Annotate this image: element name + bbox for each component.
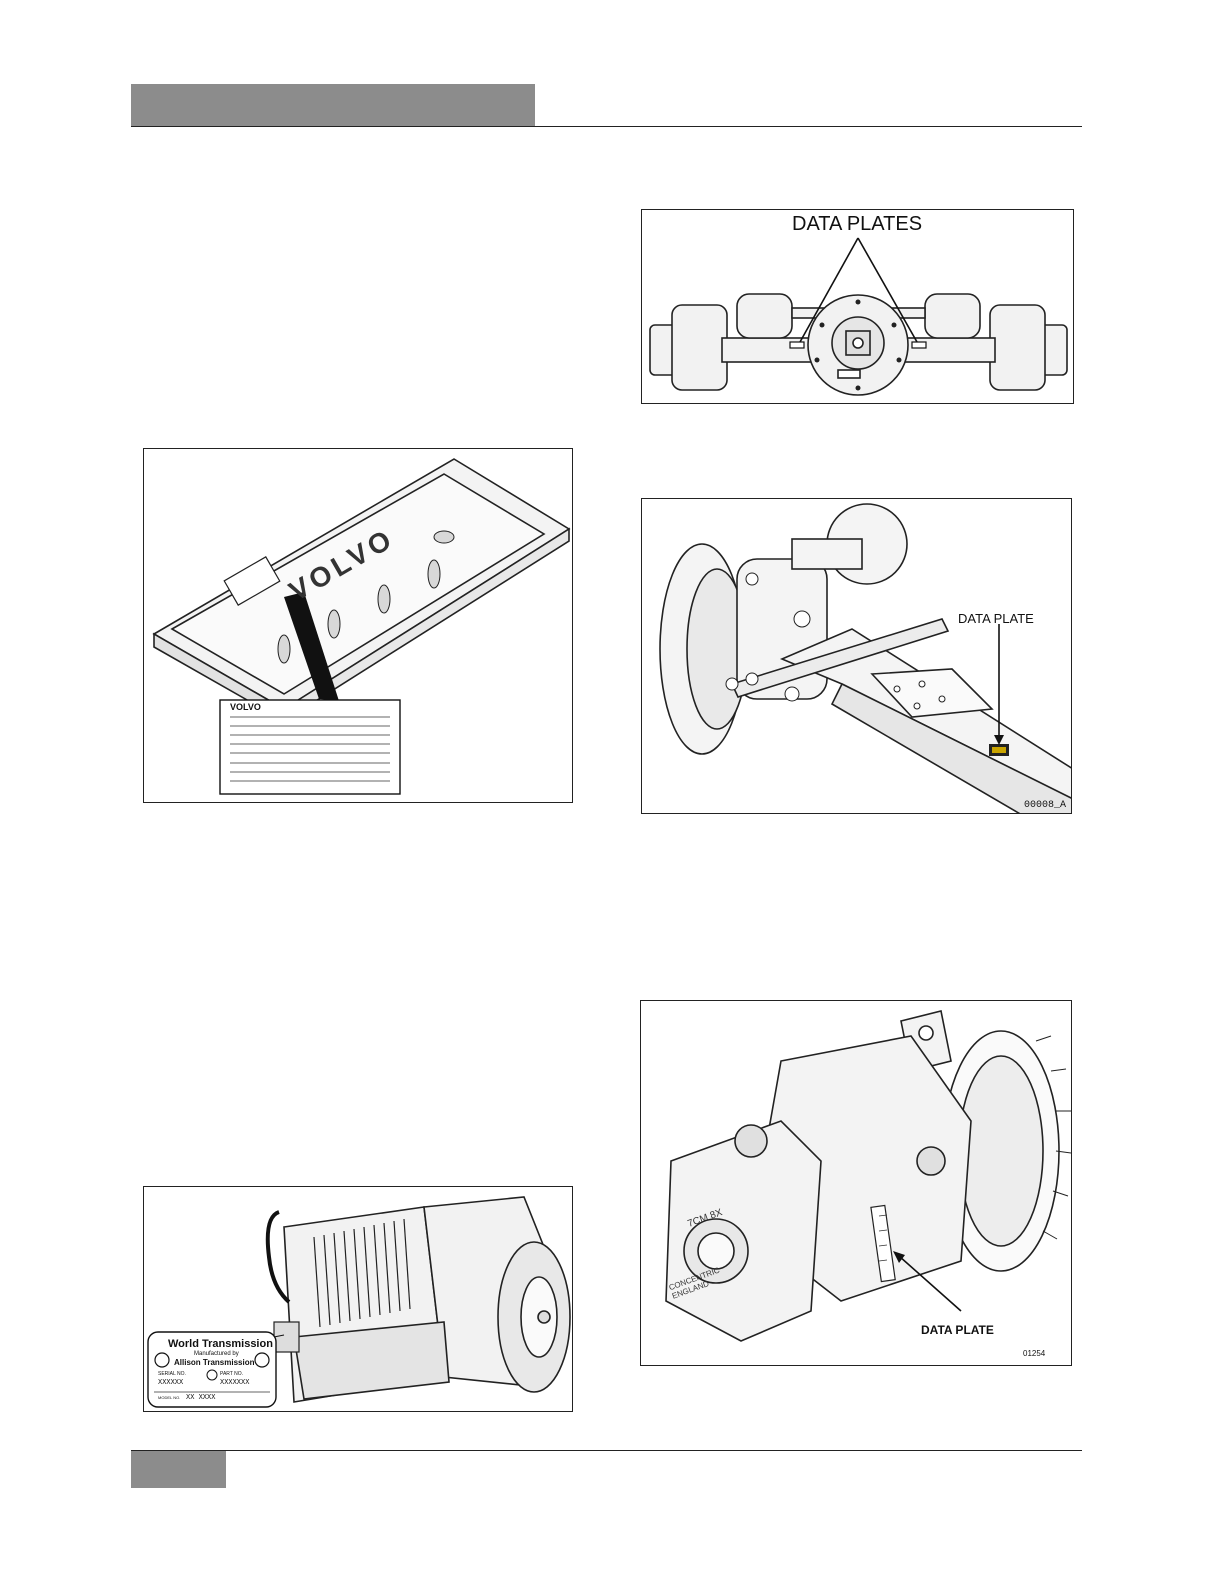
header-rule: [131, 126, 1082, 127]
pump-figure: 7CM 8X CONCENTRIC ENGLAND DATA PLATE 012…: [640, 1000, 1072, 1366]
model-no-value: XX XXXX: [186, 1394, 215, 1402]
plate-manufactured-by: Manufactured by: [194, 1351, 239, 1357]
plate-manufacturer: Allison Transmission: [174, 1358, 254, 1367]
plate-brand-text: VOLVO: [230, 702, 261, 712]
part-no-value: XXXXXXX: [220, 1379, 249, 1387]
page-number-box: [131, 1451, 226, 1488]
serial-no-label: SERIAL NO.: [158, 1371, 186, 1377]
data-plate-label: DATA PLATE: [958, 611, 1034, 626]
header-bar: [131, 84, 535, 126]
footer-rule: [131, 1450, 1082, 1451]
front-axle-figure: DATA PLATE 00008_A: [641, 498, 1072, 814]
figure-code-label: 01254: [1023, 1349, 1045, 1358]
front-axle-drawing: [642, 499, 1072, 814]
figure-code-label: 00008_A: [1024, 800, 1066, 811]
pump-drawing: [641, 1001, 1072, 1366]
engine-cover-drawing: [144, 449, 573, 803]
transmission-figure: World Transmission Manufactured by Allis…: [143, 1186, 573, 1412]
part-no-label: PART NO.: [220, 1371, 243, 1377]
data-plates-label: DATA PLATES: [792, 213, 922, 236]
rear-axle-figure: DATA PLATES: [641, 209, 1074, 404]
plate-title: World Transmission: [168, 1338, 273, 1350]
model-no-label: MODEL NO.: [158, 1395, 180, 1400]
transmission-drawing: [144, 1187, 573, 1412]
engine-cover-figure: VOLVO VOLVO: [143, 448, 573, 803]
rear-axle-drawing: [642, 210, 1074, 404]
data-plate-label: DATA PLATE: [921, 1323, 994, 1337]
serial-no-value: XXXXXX: [158, 1379, 183, 1387]
